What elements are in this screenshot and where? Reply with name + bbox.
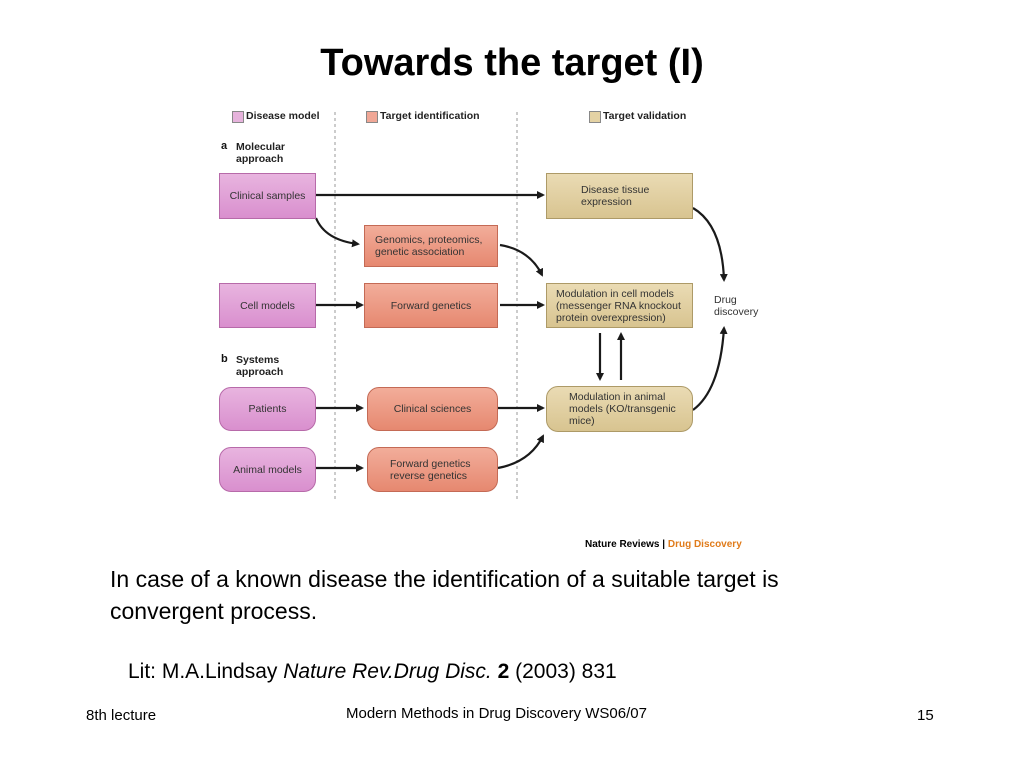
legend-target-validation: Target validation	[603, 110, 687, 122]
footer-page-number: 15	[917, 707, 934, 724]
box-clinical-sciences: Clinical sciences	[367, 387, 498, 431]
attribution-separator: |	[659, 539, 668, 550]
arrow-animal-to-drug	[692, 326, 728, 411]
box-genomics-label: Genomics, proteomics, genetic associatio…	[375, 234, 483, 258]
figure-attribution: Nature Reviews | Drug Discovery	[585, 539, 742, 550]
box-patients-label: Patients	[248, 403, 287, 415]
legend-swatch-target-validation	[589, 111, 601, 123]
box-forward-reverse-genetics-label: Forward genetics reverse genetics	[390, 457, 471, 482]
box-clinical-samples: Clinical samples	[219, 173, 316, 219]
arrow-clinical-to-genomics	[314, 217, 360, 248]
box-forward-reverse-genetics: Forward genetics reverse genetics	[367, 447, 498, 492]
box-cell-models-label: Cell models	[240, 299, 295, 312]
box-patients: Patients	[219, 387, 316, 431]
drug-discovery-line2: discovery	[714, 306, 759, 318]
box-animal-models-label: Animal models	[233, 463, 302, 476]
section-b-line1: Systems	[236, 354, 280, 366]
legend-swatch-target-identification	[366, 111, 378, 123]
section-a-line2: approach	[236, 153, 284, 165]
lit-journal: Nature Rev.Drug Disc.	[283, 660, 492, 683]
slide-title: Towards the target (I)	[320, 42, 704, 84]
box-forward-genetics: Forward genetics	[364, 283, 498, 328]
legend-disease-model: Disease model	[246, 110, 320, 122]
lit-prefix: Lit: M.A.Lindsay	[128, 660, 284, 683]
legend-target-identification: Target identification	[380, 110, 480, 122]
box-modulation-animal: Modulation in animal models (KO/transgen…	[546, 386, 693, 432]
box-modulation-cell-label: Modulation in cell models (messenger RNA…	[556, 287, 681, 324]
arrow-tissue-to-drug	[692, 207, 728, 282]
box-disease-tissue-label: Disease tissue expression	[581, 184, 650, 208]
box-forward-genetics-label: Forward genetics	[390, 299, 472, 312]
box-cell-models: Cell models	[219, 283, 316, 328]
attribution-publisher: Nature Reviews	[585, 539, 660, 550]
box-disease-tissue: Disease tissue expression	[546, 173, 693, 219]
box-clinical-sciences-label: Clinical sciences	[393, 403, 472, 415]
attribution-journal: Drug Discovery	[667, 539, 742, 550]
arrow-forward-reverse-to-modulation-animal	[497, 434, 544, 470]
drug-discovery-label: Drug discovery	[714, 294, 758, 318]
lit-rest: (2003) 831	[509, 660, 617, 683]
box-genomics: Genomics, proteomics, genetic associatio…	[364, 225, 498, 267]
lit-volume: 2	[497, 660, 510, 683]
literature-reference: Lit: M.A.Lindsay Nature Rev.Drug Disc. 2…	[128, 660, 617, 684]
body-text: In case of a known disease the identific…	[110, 566, 779, 624]
section-b-label: Systems approach	[236, 354, 283, 378]
section-a-label: Molecular approach	[236, 141, 285, 165]
box-animal-models: Animal models	[219, 447, 316, 492]
section-b-line2: approach	[236, 366, 284, 378]
footer-left: 8th lecture	[86, 707, 157, 724]
section-b-letter: b	[221, 353, 228, 365]
section-a-letter: a	[221, 140, 228, 152]
arrow-genomics-to-modulation-cell	[499, 243, 544, 277]
box-modulation-animal-label: Modulation in animal models (KO/transgen…	[569, 391, 676, 427]
legend-swatch-disease-model	[232, 111, 244, 123]
box-clinical-samples-label: Clinical samples	[229, 190, 306, 202]
drug-discovery-line1: Drug	[714, 294, 737, 306]
section-a-line1: Molecular	[236, 141, 286, 153]
box-modulation-cell: Modulation in cell models (messenger RNA…	[546, 283, 693, 328]
footer-center: Modern Methods in Drug Discovery WS06/07	[346, 705, 647, 722]
